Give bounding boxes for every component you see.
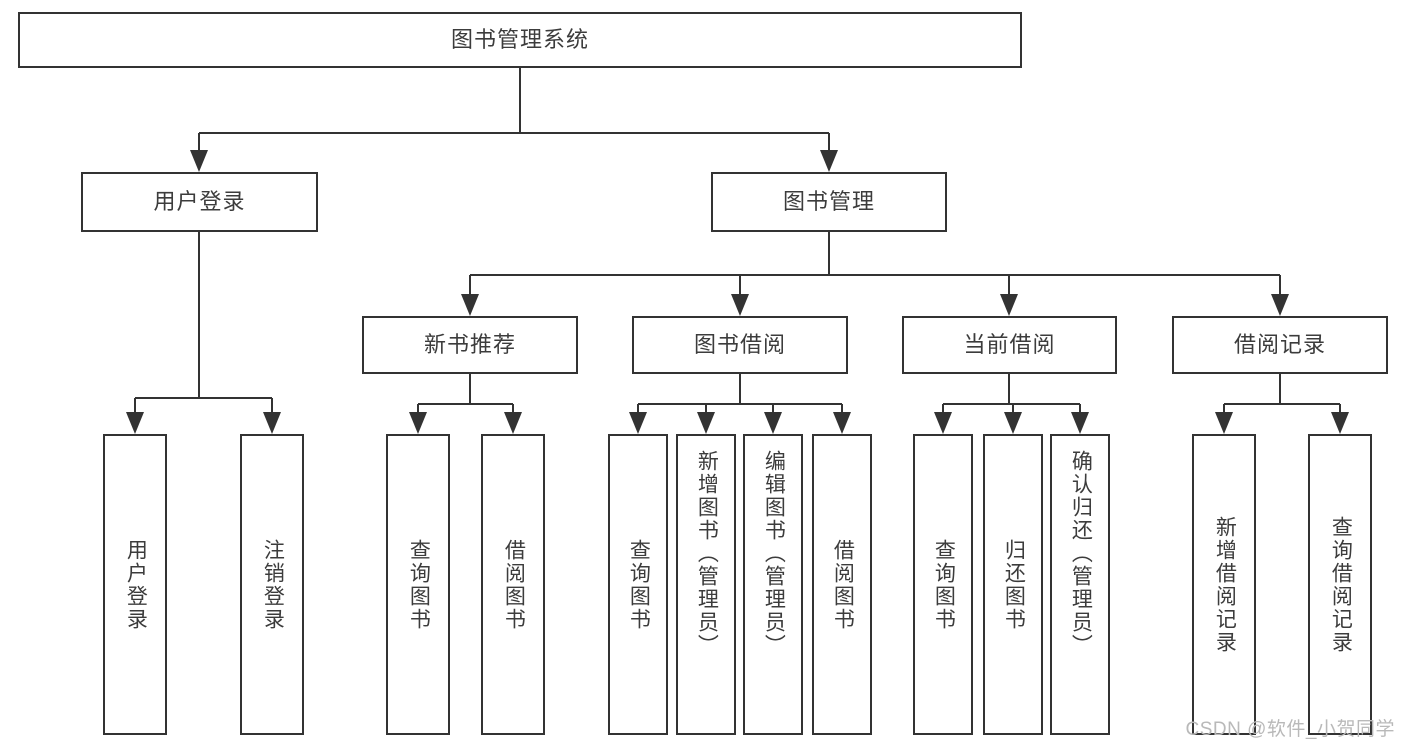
node-leaf-query-borrow-record: 查询借阅记录 bbox=[1308, 434, 1372, 735]
node-leaf-borrow-book-recommend: 借阅图书 bbox=[481, 434, 545, 735]
connector-userlogin-to-leaves bbox=[126, 232, 281, 434]
node-label: 查询借阅记录 bbox=[1329, 515, 1353, 654]
node-leaf-confirm-return: 确认归还（管理员） bbox=[1050, 434, 1110, 735]
node-label: 用户登录 bbox=[153, 188, 246, 214]
node-label: 查询图书 bbox=[932, 538, 956, 631]
watermark: CSDN @软件_小贺同学 bbox=[1185, 719, 1395, 740]
node-book-borrow: 图书借阅 bbox=[632, 316, 848, 374]
node-leaf-edit-book: 编辑图书（管理员） bbox=[743, 434, 803, 735]
node-leaf-add-book: 新增图书（管理员） bbox=[676, 434, 736, 735]
connector-root-to-level2 bbox=[190, 68, 838, 172]
node-label: 新书推荐 bbox=[423, 331, 516, 357]
node-label: 编辑图书（管理员） bbox=[762, 450, 786, 657]
node-current-borrow: 当前借阅 bbox=[902, 316, 1117, 374]
node-label: 确认归还（管理员） bbox=[1069, 450, 1093, 657]
node-label: 图书管理 bbox=[782, 188, 875, 214]
node-label: 查询图书 bbox=[407, 538, 431, 631]
node-label: 查询图书 bbox=[627, 538, 651, 631]
node-label: 新增借阅记录 bbox=[1213, 515, 1237, 654]
connector-bookmgmt-to-level3 bbox=[461, 232, 1289, 316]
node-label: 新增图书（管理员） bbox=[695, 450, 719, 657]
node-label: 图书管理系统 bbox=[450, 26, 589, 52]
node-label: 图书借阅 bbox=[693, 331, 786, 357]
node-label: 借阅图书 bbox=[502, 538, 526, 631]
node-leaf-user-login: 用户登录 bbox=[103, 434, 167, 735]
node-leaf-query-book-current: 查询图书 bbox=[913, 434, 973, 735]
connector-current-to-leaves bbox=[934, 374, 1089, 434]
node-new-book-recommend: 新书推荐 bbox=[362, 316, 578, 374]
connector-records-to-leaves bbox=[1215, 374, 1349, 434]
node-user-login: 用户登录 bbox=[81, 172, 318, 232]
node-label: 借阅记录 bbox=[1233, 331, 1326, 357]
node-label: 归还图书 bbox=[1002, 538, 1026, 631]
node-label: 当前借阅 bbox=[963, 331, 1056, 357]
node-label: 注销登录 bbox=[261, 538, 285, 631]
node-label: 用户登录 bbox=[124, 538, 148, 631]
node-root: 图书管理系统 bbox=[18, 12, 1022, 68]
node-label: 借阅图书 bbox=[831, 538, 855, 631]
node-leaf-logout: 注销登录 bbox=[240, 434, 304, 735]
node-leaf-query-book-borrow: 查询图书 bbox=[608, 434, 668, 735]
node-borrow-records: 借阅记录 bbox=[1172, 316, 1388, 374]
node-leaf-add-borrow-record: 新增借阅记录 bbox=[1192, 434, 1256, 735]
connector-borrow-to-leaves bbox=[629, 374, 851, 434]
connector-recommend-to-leaves bbox=[409, 374, 522, 434]
node-leaf-return-book: 归还图书 bbox=[983, 434, 1043, 735]
node-leaf-borrow-book: 借阅图书 bbox=[812, 434, 872, 735]
node-leaf-query-book-recommend: 查询图书 bbox=[386, 434, 450, 735]
node-book-management: 图书管理 bbox=[711, 172, 947, 232]
